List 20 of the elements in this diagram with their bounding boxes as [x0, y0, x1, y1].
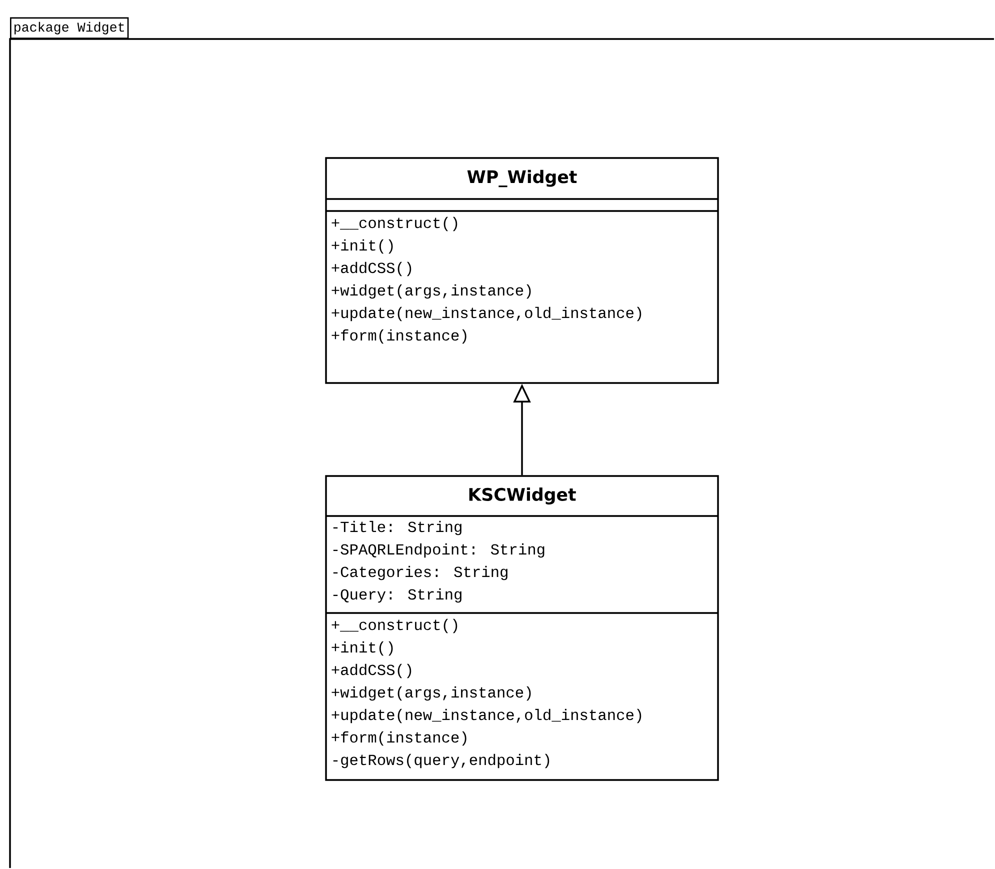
attribute-text: -Title: String: [333, 520, 462, 536]
operation-text: +init(): [332, 239, 393, 254]
attribute-text: -Categories: String: [333, 566, 508, 580]
operation-text: +widget(args,instance): [332, 686, 531, 701]
operation-text: +form(instance): [332, 731, 466, 746]
operation-text: +form(instance): [332, 329, 466, 344]
operation-text: +__construct(): [332, 216, 458, 232]
operation-text: +init(): [332, 641, 393, 656]
attribute-text: -Query: String: [333, 588, 462, 603]
operation-text: +addCSS(): [332, 262, 412, 276]
class-name: WP_Widget: [467, 170, 577, 188]
operation-text: -getRows(query,endpoint): [333, 754, 550, 768]
operation-text: +update(new_instance,old_instance): [332, 708, 642, 724]
attribute-text: -SPAQRLEndpoint: String: [333, 543, 544, 558]
operation-text: +widget(args,instance): [332, 284, 531, 299]
operation-text: +update(new_instance,old_instance): [332, 306, 642, 322]
class-name: KSCWidget: [469, 488, 576, 504]
operation-text: +addCSS(): [332, 664, 412, 678]
operation-text: +__construct(): [332, 618, 458, 634]
package-tab: package Widget: [10, 17, 129, 39]
